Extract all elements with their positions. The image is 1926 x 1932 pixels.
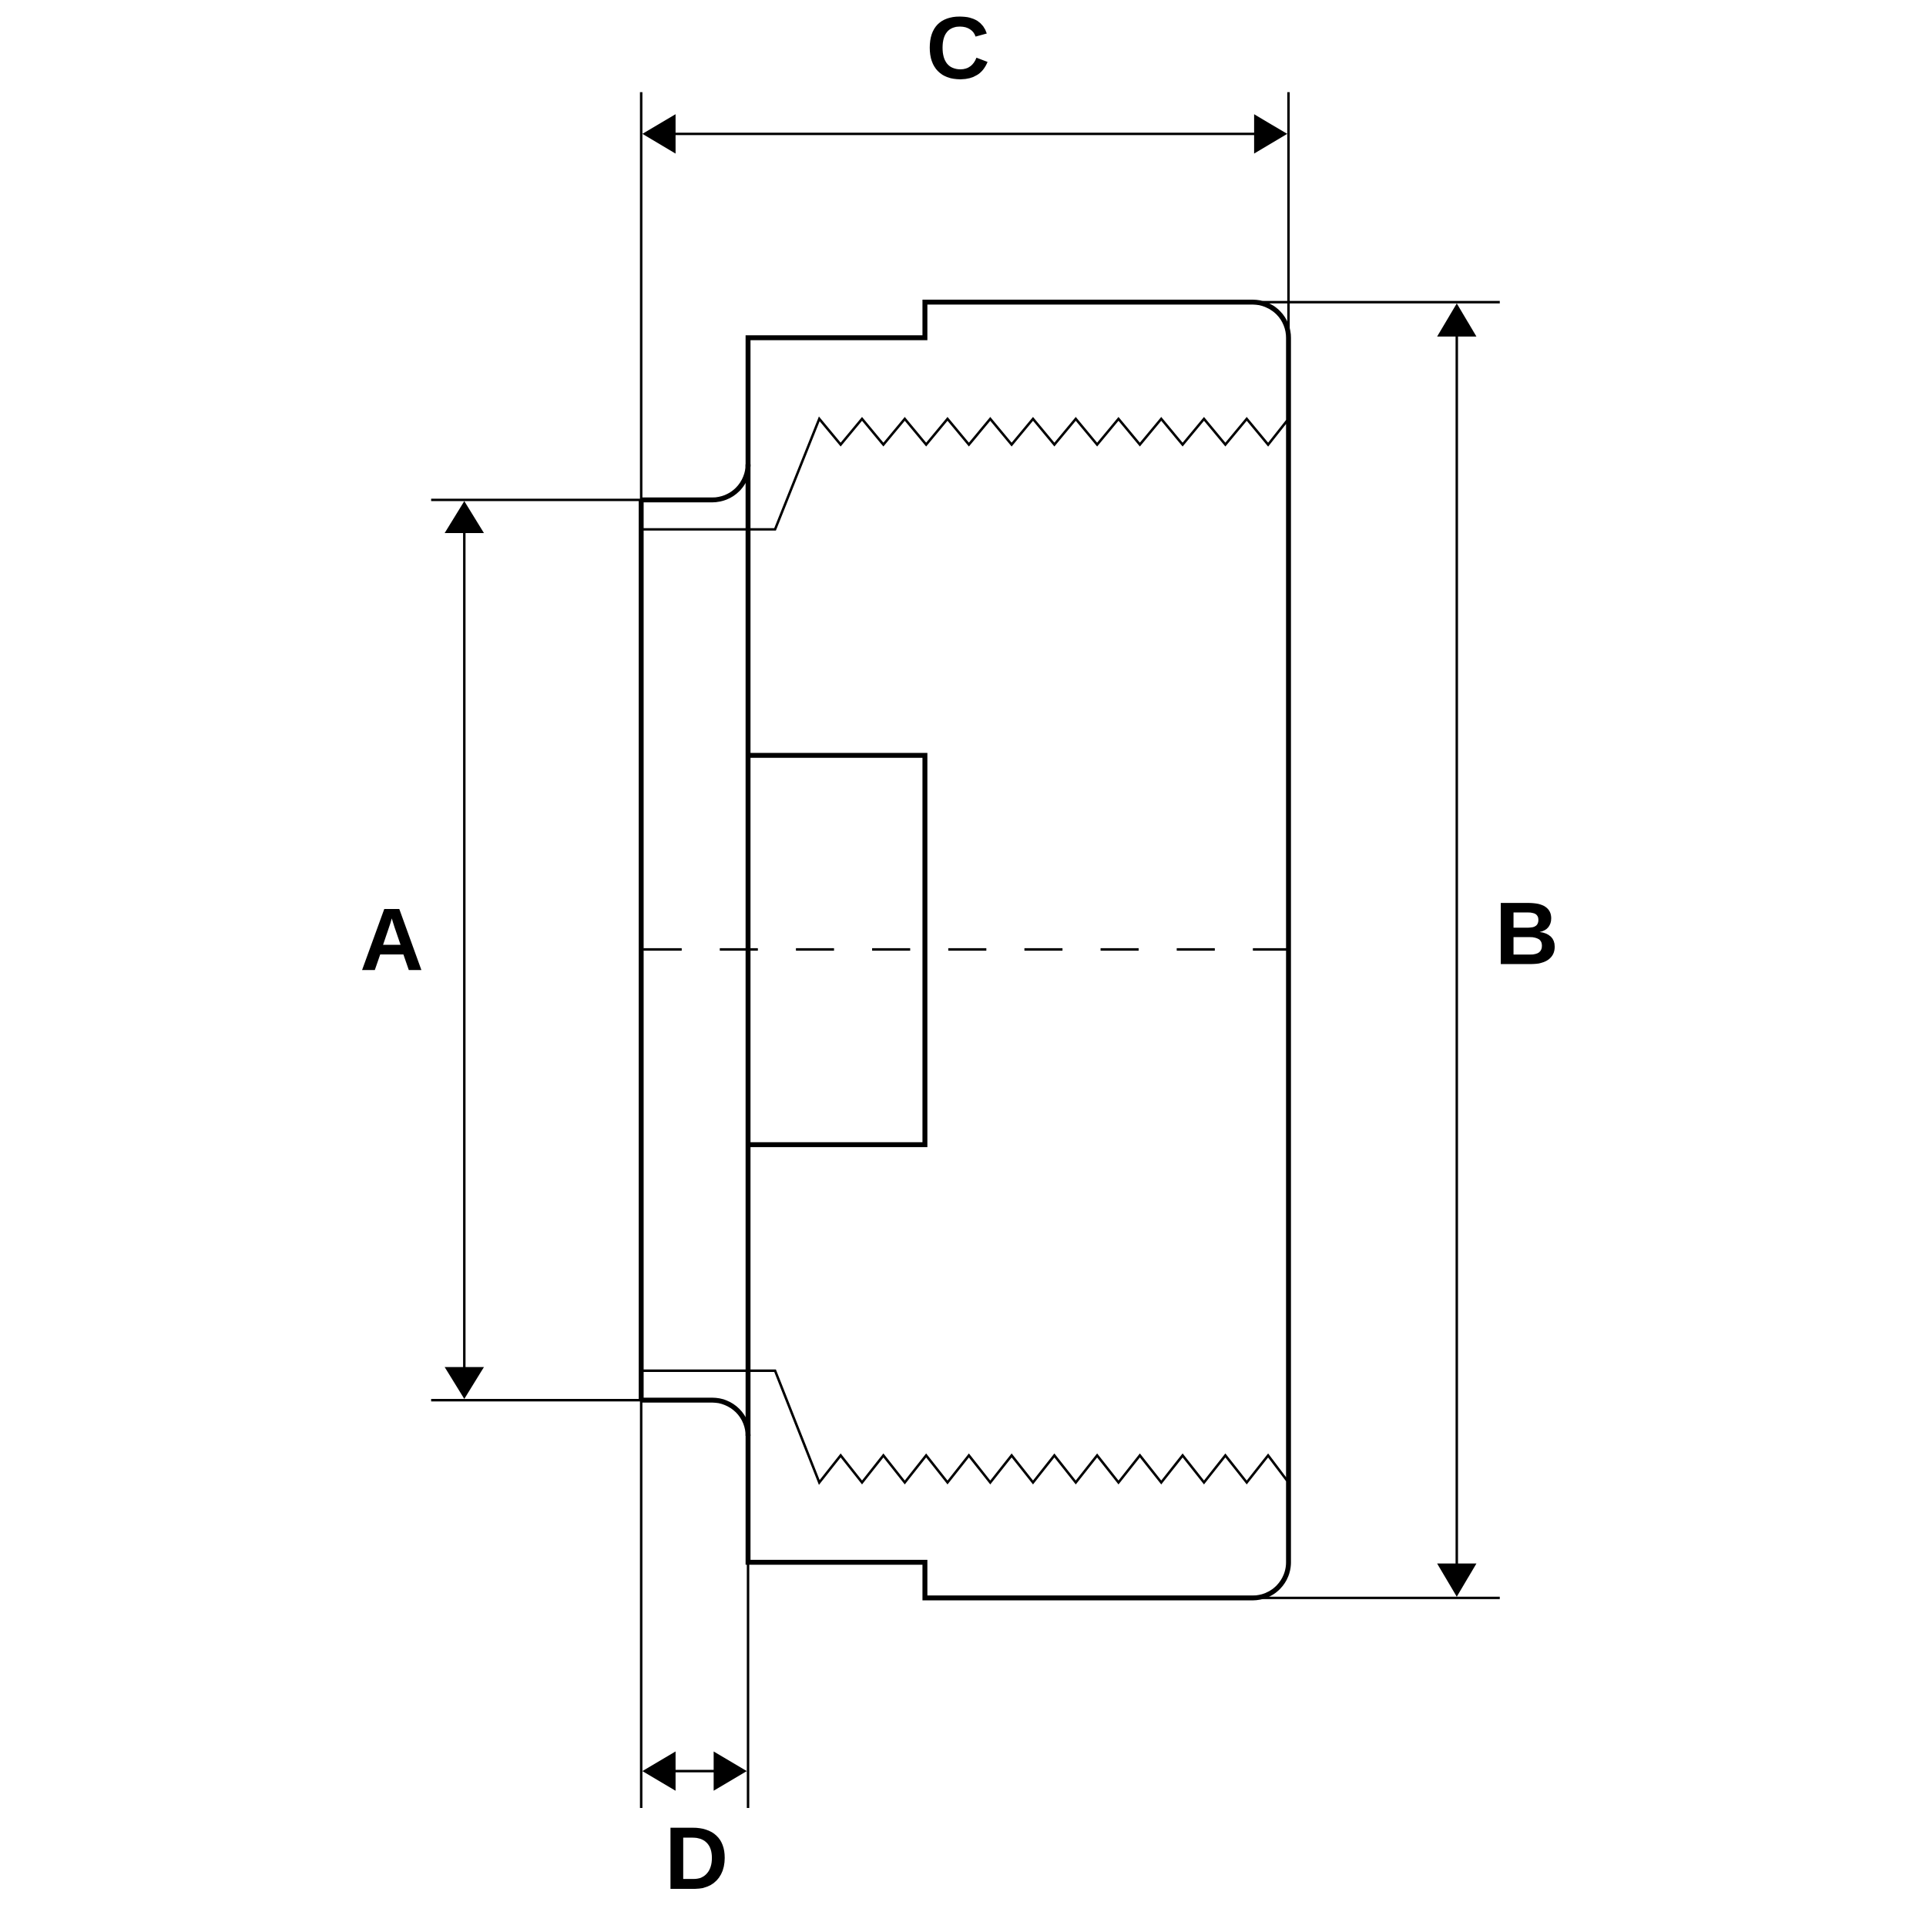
arrowhead-b-top xyxy=(1437,303,1477,337)
arrowhead-a-top xyxy=(445,501,485,533)
thread-bottom xyxy=(641,1369,1290,1485)
flange-top xyxy=(641,464,751,503)
center-boss xyxy=(747,753,928,1148)
thread-top xyxy=(641,416,1290,531)
dimension-label-d: D xyxy=(665,1810,729,1908)
dimension-label-c: C xyxy=(926,0,990,98)
arrowhead-d-right xyxy=(713,1751,747,1791)
dimension-label-b: B xyxy=(1495,885,1559,984)
arrowhead-d-left xyxy=(642,1751,676,1791)
arrowhead-c-left xyxy=(642,114,676,154)
dimension-label-a: A xyxy=(360,891,424,990)
flange-bottom xyxy=(641,1397,751,1436)
arrowhead-c-right xyxy=(1253,114,1287,154)
arrowhead-b-bottom xyxy=(1437,1563,1477,1597)
arrowhead-a-bottom xyxy=(445,1367,485,1400)
